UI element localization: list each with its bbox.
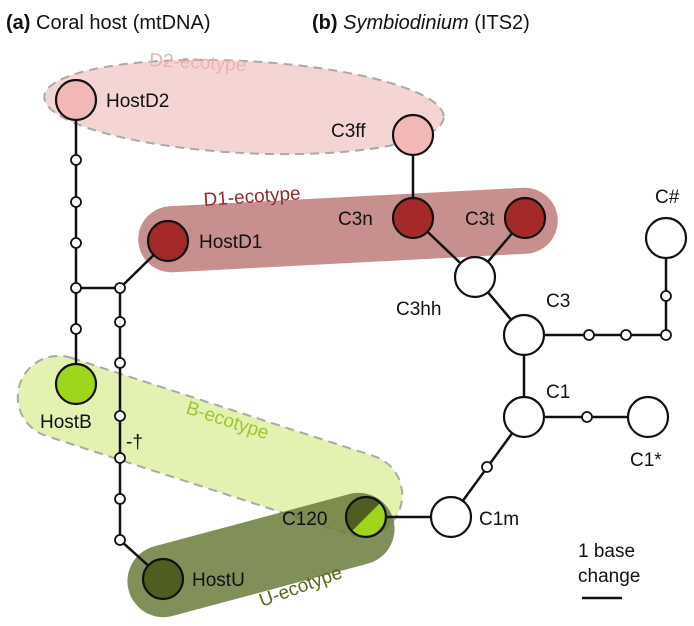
- c1m-label: C1m: [479, 509, 519, 530]
- d2-ecotype-label: D2-ecotype: [149, 50, 247, 76]
- host-network-edges: [74, 100, 169, 580]
- c1-node: [502, 395, 546, 439]
- c-hash-node: [644, 216, 688, 260]
- host-u-node: [141, 557, 185, 601]
- b-ecotype-region: [16, 354, 404, 538]
- c120-node: [344, 495, 388, 539]
- host-d2-label: HostD2: [106, 91, 169, 112]
- c3n-label: C3n: [338, 209, 373, 230]
- host-b-node: [54, 362, 98, 406]
- c1-star-node: [626, 395, 670, 439]
- c-hash-label: C#: [655, 187, 680, 208]
- host-u-label: HostU: [192, 570, 245, 591]
- host-b-label: HostB: [40, 412, 92, 433]
- host-d1-node: [146, 219, 190, 263]
- scale-line2: change: [578, 566, 640, 587]
- d1-ecotype-region: [138, 187, 558, 273]
- c3t-node: [503, 196, 547, 240]
- dagger-label: -†: [126, 432, 143, 453]
- c3-node: [502, 313, 546, 357]
- intermediate-nodes: [70, 154, 672, 546]
- host-d1-label: HostD1: [199, 232, 262, 253]
- panel-a-title: (a) Coral host (mtDNA): [6, 12, 210, 34]
- c1-star-label: C1*: [630, 450, 662, 471]
- c120-label: C120: [282, 509, 327, 530]
- c1m-node: [429, 495, 473, 539]
- c3ff-label: C3ff: [331, 121, 366, 142]
- d2-ecotype-region: [43, 58, 445, 156]
- c3t-label: C3t: [465, 209, 495, 230]
- scale-line1: 1 base: [578, 541, 635, 562]
- c1-label: C1: [546, 382, 570, 403]
- c3hh-node: [453, 255, 497, 299]
- c3n-node: [391, 196, 435, 240]
- scale-bar: 1 base change: [578, 541, 640, 600]
- host-d2-node: [54, 78, 98, 122]
- c3-label: C3: [546, 291, 570, 312]
- c3ff-node: [391, 113, 435, 157]
- c3hh-label: C3hh: [396, 299, 441, 320]
- panel-b-title: (b) Symbiodinium (ITS2): [312, 12, 530, 34]
- u-ecotype-region: [127, 492, 395, 618]
- ecotype-regions: [16, 58, 558, 618]
